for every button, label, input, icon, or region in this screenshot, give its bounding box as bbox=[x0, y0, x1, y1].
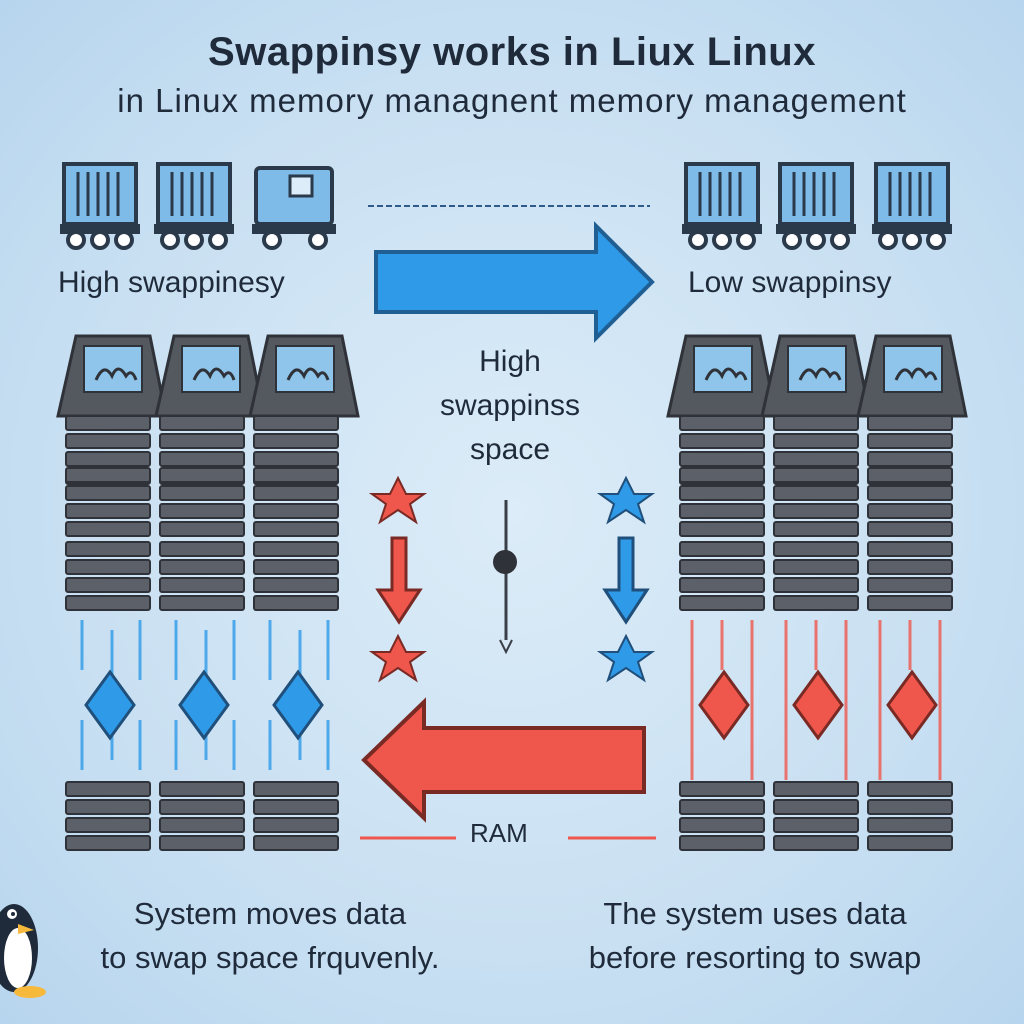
left-caption-line2: to swap space frquvenly. bbox=[100, 940, 440, 975]
diamond-icon bbox=[84, 669, 136, 741]
server-rack-icon bbox=[56, 334, 360, 418]
left-caption-line1: System moves data bbox=[133, 896, 407, 931]
left-caption: System moves data to swap space frquvenl… bbox=[40, 892, 500, 980]
data-flow-lines bbox=[690, 620, 942, 780]
diamond-icon bbox=[698, 669, 750, 741]
truck-icon bbox=[252, 166, 336, 250]
blue-down-arrow-icon bbox=[602, 536, 650, 625]
server-rack-icon bbox=[65, 415, 339, 851]
truck-icon bbox=[58, 162, 142, 250]
low-swappiness-label: Low swappinsy bbox=[688, 266, 892, 299]
diagram-subtitle: in Linux memory managnent memory managem… bbox=[117, 82, 907, 119]
star-icon bbox=[596, 633, 656, 683]
truck-icon bbox=[870, 162, 954, 250]
blue-right-arrow-icon bbox=[374, 221, 655, 343]
center-label: High swappinss space bbox=[400, 340, 620, 472]
diamond-icon bbox=[178, 669, 230, 741]
center-label-line1: High bbox=[479, 345, 541, 378]
diamond-icon bbox=[272, 669, 324, 741]
center-dot bbox=[493, 550, 517, 574]
red-down-arrow-icon bbox=[375, 536, 423, 625]
penguin-icon bbox=[0, 904, 46, 998]
truck-icon bbox=[774, 162, 858, 250]
high-swappiness-label: High swappinesy bbox=[58, 266, 285, 299]
diamond-icon bbox=[792, 669, 844, 741]
star-icon bbox=[596, 475, 656, 525]
truck-icon bbox=[680, 162, 764, 250]
truck-icon bbox=[152, 162, 236, 250]
chevron-down-icon bbox=[499, 639, 513, 655]
red-left-arrow-icon bbox=[361, 697, 646, 823]
server-rack-icon bbox=[666, 334, 968, 418]
center-label-line2: swappinss bbox=[439, 389, 581, 422]
star-icon bbox=[368, 475, 428, 525]
right-caption: The system uses data before resorting to… bbox=[520, 892, 990, 980]
star-icon bbox=[368, 633, 428, 683]
ram-label: RAM bbox=[470, 818, 528, 848]
right-caption-line2: before resorting to swap bbox=[588, 940, 922, 975]
diagram-title: Swappinsy works in Liux Linux bbox=[208, 30, 816, 74]
right-caption-line1: The system uses data bbox=[603, 896, 907, 931]
center-label-line3: space bbox=[469, 433, 551, 466]
diamond-icon bbox=[886, 669, 938, 741]
